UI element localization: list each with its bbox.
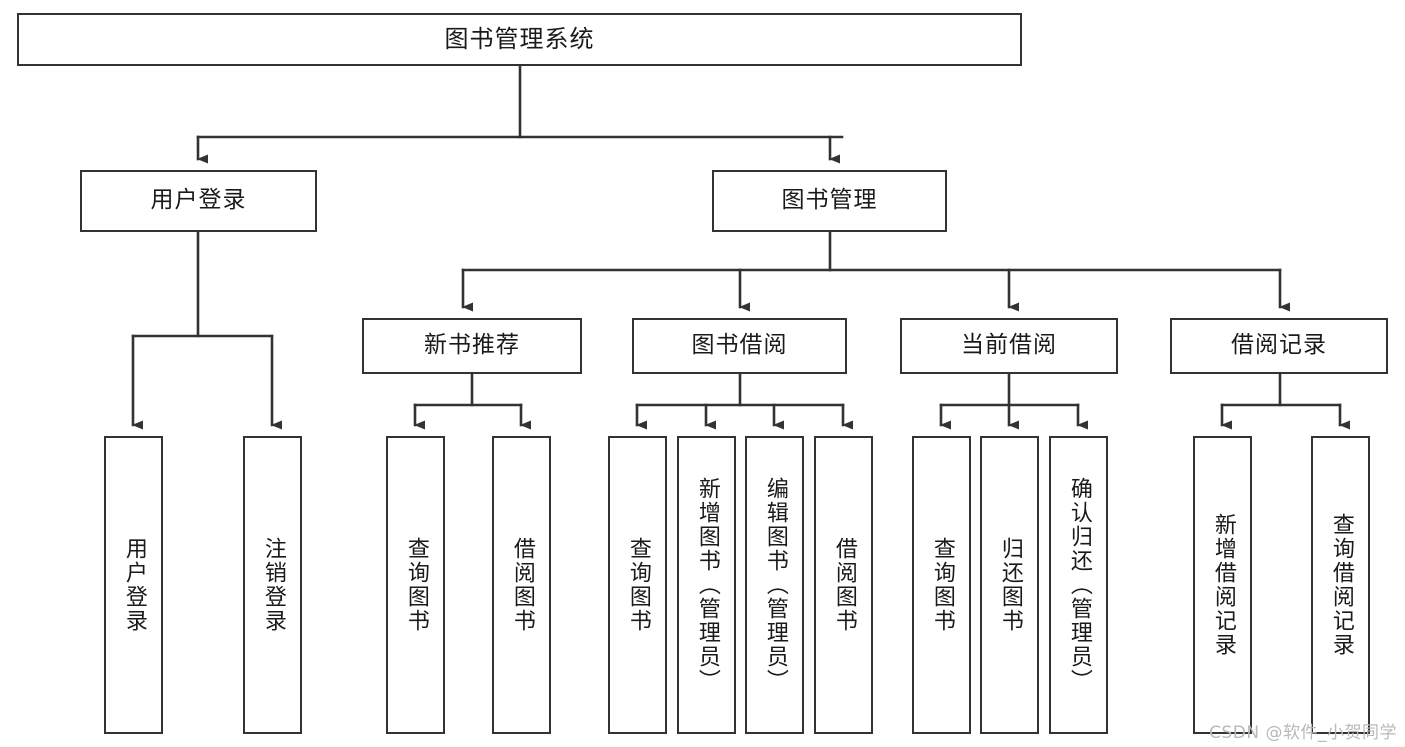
node-current-borrow[interactable]: 当前借阅 — [900, 318, 1118, 374]
leaf-user-logout[interactable]: 注销登录 — [243, 436, 302, 734]
node-user-login-label: 用户登录 — [150, 187, 247, 214]
leaf-query-book-3-label: 查询图书 — [929, 537, 955, 633]
node-book-manage-label: 图书管理 — [781, 187, 878, 214]
leaf-borrow-book-2-label: 借阅图书 — [831, 537, 857, 633]
node-book-borrow[interactable]: 图书借阅 — [632, 318, 847, 374]
leaf-query-book-2-label: 查询图书 — [625, 537, 651, 633]
leaf-add-record[interactable]: 新增借阅记录 — [1193, 436, 1252, 734]
leaf-borrow-book-2[interactable]: 借阅图书 — [814, 436, 873, 734]
leaf-add-book-label: 新增图书（管理员） — [694, 477, 720, 693]
leaf-add-record-label: 新增借阅记录 — [1210, 513, 1236, 657]
leaf-return-book-label: 归还图书 — [997, 537, 1023, 633]
leaf-query-book-3[interactable]: 查询图书 — [912, 436, 971, 734]
node-user-login[interactable]: 用户登录 — [80, 170, 317, 232]
leaf-edit-book[interactable]: 编辑图书（管理员） — [745, 436, 804, 734]
leaf-user-login-label: 用户登录 — [121, 537, 147, 633]
node-borrow-record[interactable]: 借阅记录 — [1170, 318, 1388, 374]
leaf-edit-book-label: 编辑图书（管理员） — [762, 477, 788, 693]
leaf-borrow-book-1[interactable]: 借阅图书 — [492, 436, 551, 734]
leaf-query-book-1[interactable]: 查询图书 — [386, 436, 445, 734]
node-book-borrow-label: 图书借阅 — [691, 332, 788, 359]
leaf-return-book[interactable]: 归还图书 — [980, 436, 1039, 734]
node-root-label: 图书管理系统 — [444, 25, 595, 54]
node-root[interactable]: 图书管理系统 — [17, 13, 1022, 66]
node-borrow-record-label: 借阅记录 — [1231, 332, 1327, 359]
node-current-borrow-label: 当前借阅 — [961, 332, 1057, 359]
leaf-query-book-2[interactable]: 查询图书 — [608, 436, 667, 734]
leaf-borrow-book-1-label: 借阅图书 — [509, 537, 535, 633]
node-book-manage[interactable]: 图书管理 — [712, 170, 947, 232]
leaf-confirm-return-label: 确认归还（管理员） — [1066, 477, 1092, 693]
node-new-book-recommend[interactable]: 新书推荐 — [362, 318, 582, 374]
leaf-query-book-1-label: 查询图书 — [403, 537, 429, 633]
watermark: CSDN @软件_小贺同学 — [1209, 723, 1397, 743]
leaf-query-record-label: 查询借阅记录 — [1328, 513, 1354, 657]
leaf-query-record[interactable]: 查询借阅记录 — [1311, 436, 1370, 734]
leaf-confirm-return[interactable]: 确认归还（管理员） — [1049, 436, 1108, 734]
leaf-user-logout-label: 注销登录 — [260, 537, 286, 633]
leaf-add-book[interactable]: 新增图书（管理员） — [677, 436, 736, 734]
leaf-user-login[interactable]: 用户登录 — [104, 436, 163, 734]
node-new-book-recommend-label: 新书推荐 — [424, 332, 520, 359]
